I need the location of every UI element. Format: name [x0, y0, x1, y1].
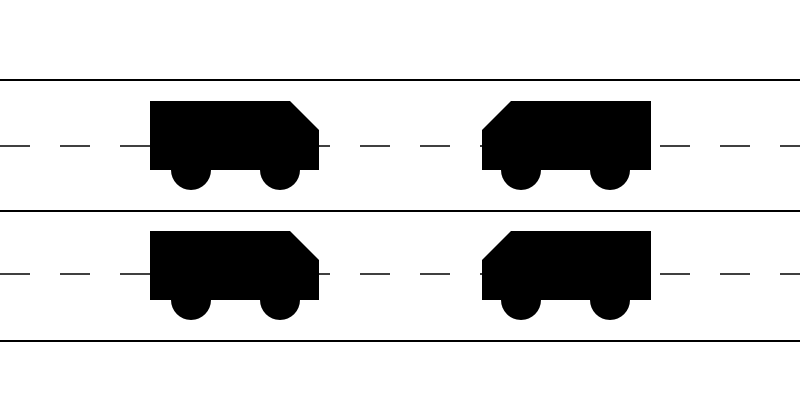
truck-wheel	[501, 300, 541, 320]
truck-icon	[150, 101, 319, 190]
truck-wheel	[260, 300, 300, 320]
truck-icon	[150, 231, 319, 320]
truck-wheel	[260, 170, 300, 190]
truck-icon	[482, 101, 651, 190]
truck-wheel	[171, 300, 211, 320]
truck-wheel	[590, 300, 630, 320]
truck-body	[150, 231, 319, 300]
truck-body	[150, 101, 319, 170]
truck-body	[482, 101, 651, 170]
truck-body	[482, 231, 651, 300]
truck-wheel	[501, 170, 541, 190]
truck-icon	[482, 231, 651, 320]
truck-wheel	[590, 170, 630, 190]
truck-wheel	[171, 170, 211, 190]
